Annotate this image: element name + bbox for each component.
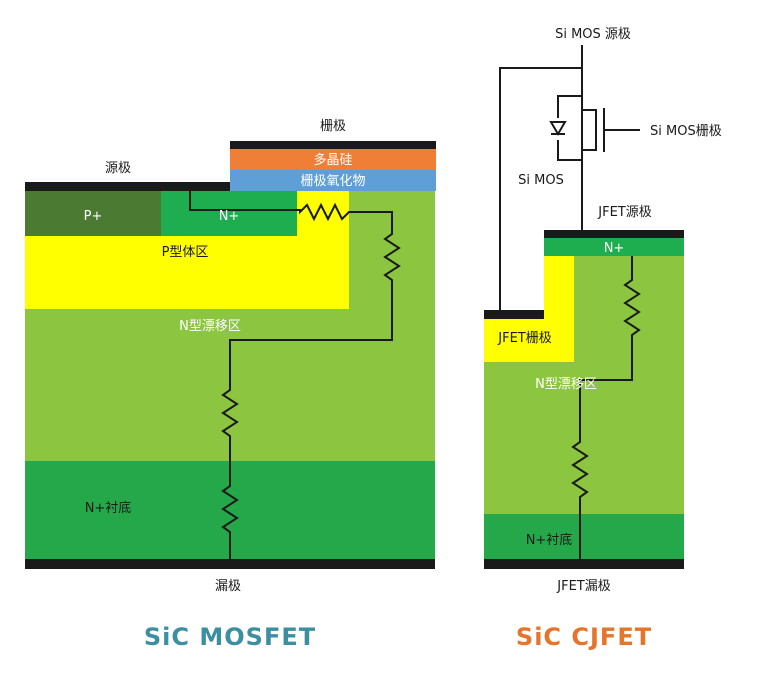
cjfet-current-path <box>571 256 641 559</box>
mosfet-drain-metal <box>25 559 435 569</box>
mosfet-gate-metal <box>230 141 436 149</box>
mosfet-gate-label: 栅极 <box>320 119 346 134</box>
si-mos-channel-drain <box>582 109 597 151</box>
cjfet-substrate-region <box>484 514 684 559</box>
cjfet-gate-feedback-wire <box>499 67 582 310</box>
si-mos-source-branch <box>557 140 582 161</box>
jfet-source-label: JFET源极 <box>597 205 651 220</box>
mosfet-current-path <box>189 191 401 559</box>
mosfet-poly-label: 多晶硅 <box>313 152 352 168</box>
mosfet-pbody-label: P型体区 <box>162 245 209 260</box>
si-mos-drain-branch <box>557 95 582 118</box>
si-mos-gate-label: Si MOS栅极 <box>650 124 722 139</box>
si-mos-body-diode-icon <box>549 121 567 136</box>
mosfet-pplus-region <box>25 191 161 236</box>
si-mos-label: Si MOS <box>518 173 564 188</box>
mosfet-source-metal <box>25 182 230 191</box>
mosfet-drift-label: N型漂移区 <box>179 318 241 334</box>
cjfet-source-metal <box>544 230 684 238</box>
cjfet-device: Si MOS 源极 Si MOS栅极 Si MOS JFET源极 N+ JFET… <box>484 27 722 651</box>
mosfet-pplus-label: P+ <box>84 209 103 224</box>
mosfet-title: SiC MOSFET <box>144 623 316 651</box>
mosfet-oxide-layer <box>230 170 436 191</box>
si-mos-source-label: Si MOS 源极 <box>555 27 631 42</box>
cjfet-gate-metal <box>484 310 544 319</box>
jfet-gate-label: JFET栅极 <box>497 331 551 346</box>
mosfet-substrate-label: N+衬底 <box>85 500 132 516</box>
mosfet-device: 源极 栅极 多晶硅 栅极氧化物 P+ N+ P型体区 N型漂移区 N+衬底 漏极… <box>25 119 436 651</box>
mosfet-nplus-region <box>161 191 297 236</box>
cjfet-drift-label: N型漂移区 <box>535 376 597 392</box>
mosfet-poly-layer <box>230 149 436 170</box>
jfet-drain-label: JFET漏极 <box>556 578 610 594</box>
cjfet-nplus-region <box>544 238 684 256</box>
mosfet-drain-label: 漏极 <box>215 578 241 594</box>
mosfet-nplus-label: N+ <box>219 209 240 224</box>
cjfet-title: SiC CJFET <box>516 623 652 651</box>
cjfet-white-notch <box>484 256 544 318</box>
mosfet-source-label: 源极 <box>105 161 131 176</box>
cjfet-drain-metal <box>484 559 684 569</box>
cjfet-nplus-label: N+ <box>604 241 625 256</box>
cjfet-substrate-label: N+衬底 <box>526 532 573 548</box>
mosfet-oxide-label: 栅极氧化物 <box>300 174 365 189</box>
